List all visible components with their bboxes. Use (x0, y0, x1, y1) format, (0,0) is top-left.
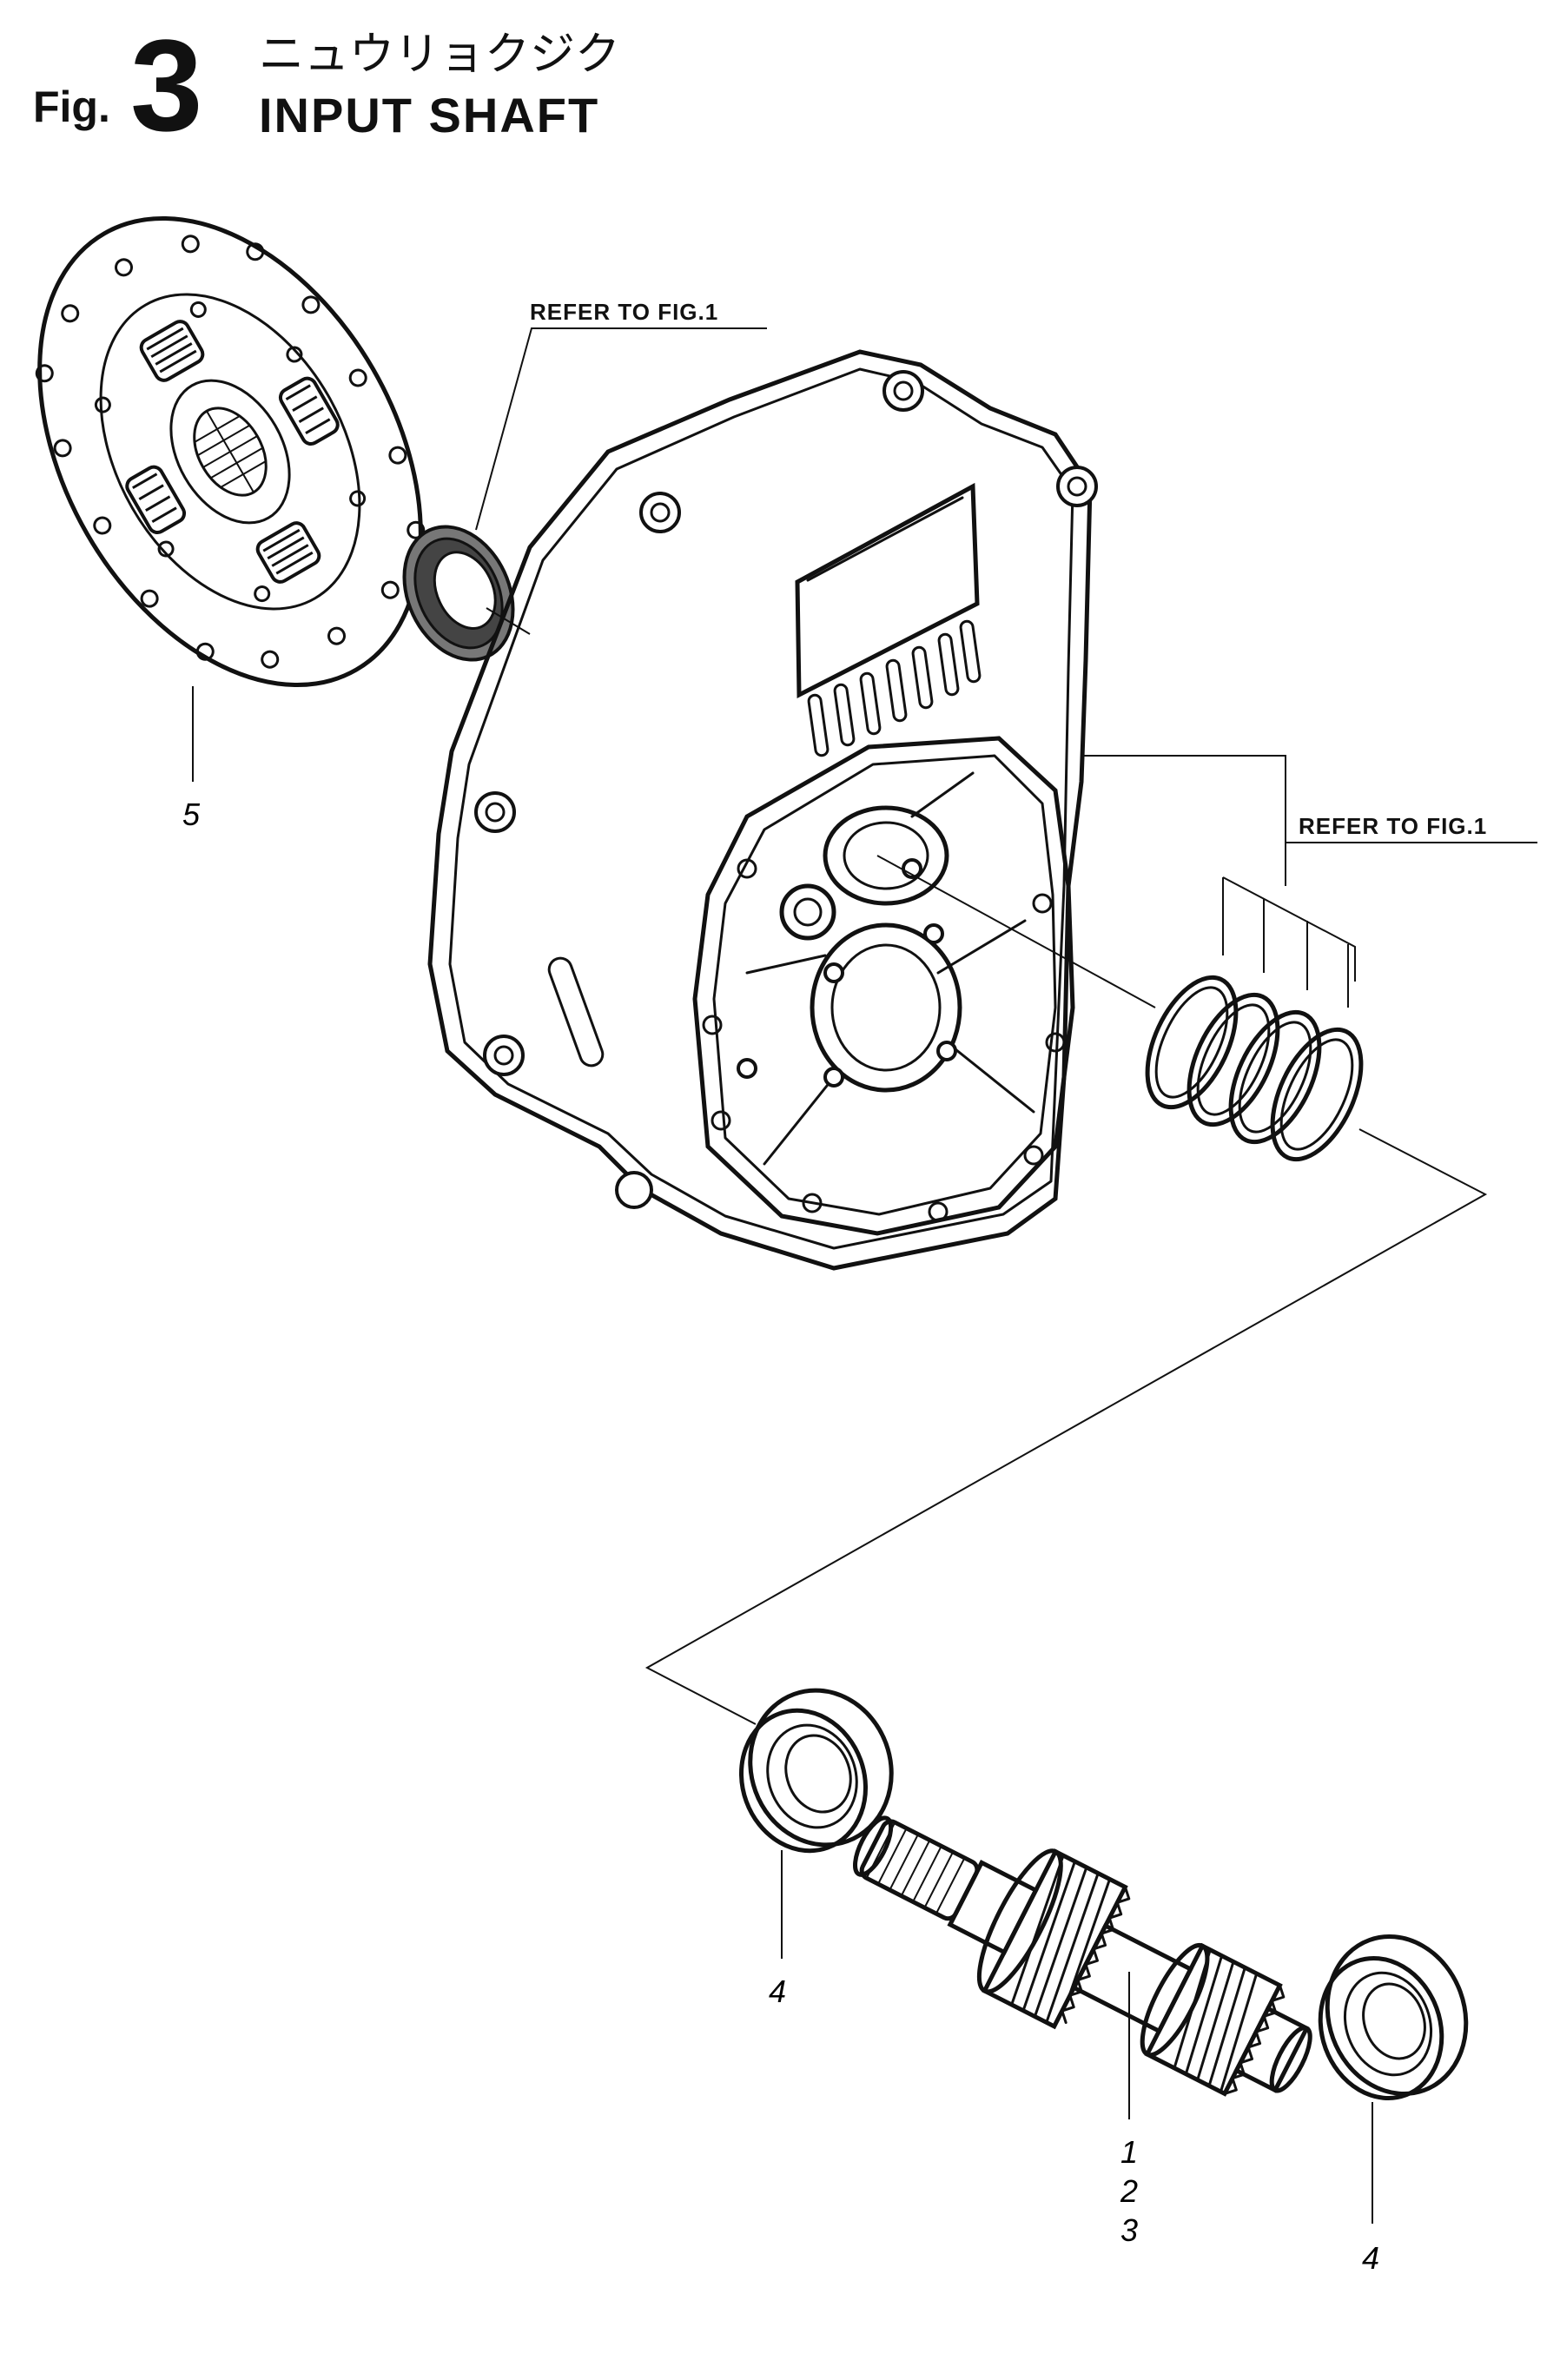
clutch-disc-icon (35, 215, 426, 688)
title-english: INPUT SHAFT (259, 88, 599, 142)
transmission-case-icon (427, 349, 1098, 1271)
callout-1: 1 (1120, 2134, 1138, 2170)
assembly-leader (644, 1128, 1488, 1725)
input-shaft-gear-icon (853, 1815, 1312, 2097)
callout-4-right: 4 (1362, 2240, 1379, 2276)
leader-line (486, 607, 531, 635)
sealing-rings-icon (1145, 975, 1364, 1162)
reference-leader (475, 327, 767, 531)
reference-label-right: REFER TO FIG.1 (1299, 813, 1487, 839)
callout-2: 2 (1120, 2173, 1138, 2209)
shaft-axis-line (876, 855, 1156, 1008)
rivet-holes (35, 235, 426, 669)
reference-label-top: REFER TO FIG.1 (530, 299, 718, 325)
fig-number: 3 (130, 12, 202, 158)
ball-bearing-icon (738, 1688, 894, 1854)
title-japanese: ニュウリョクジク (259, 29, 620, 81)
ball-bearing-icon (1318, 1934, 1469, 2100)
figure-header: Fig. 3 ニュウリョクジク INPUT SHAFT (33, 12, 620, 158)
reference-leader (1081, 755, 1537, 1008)
oil-seal-icon (402, 525, 515, 662)
callout-5: 5 (182, 797, 201, 832)
fig-label: Fig. (33, 83, 110, 131)
callout-4-left: 4 (769, 1973, 786, 2009)
callout-3: 3 (1120, 2212, 1138, 2248)
damper-springs (125, 320, 340, 584)
